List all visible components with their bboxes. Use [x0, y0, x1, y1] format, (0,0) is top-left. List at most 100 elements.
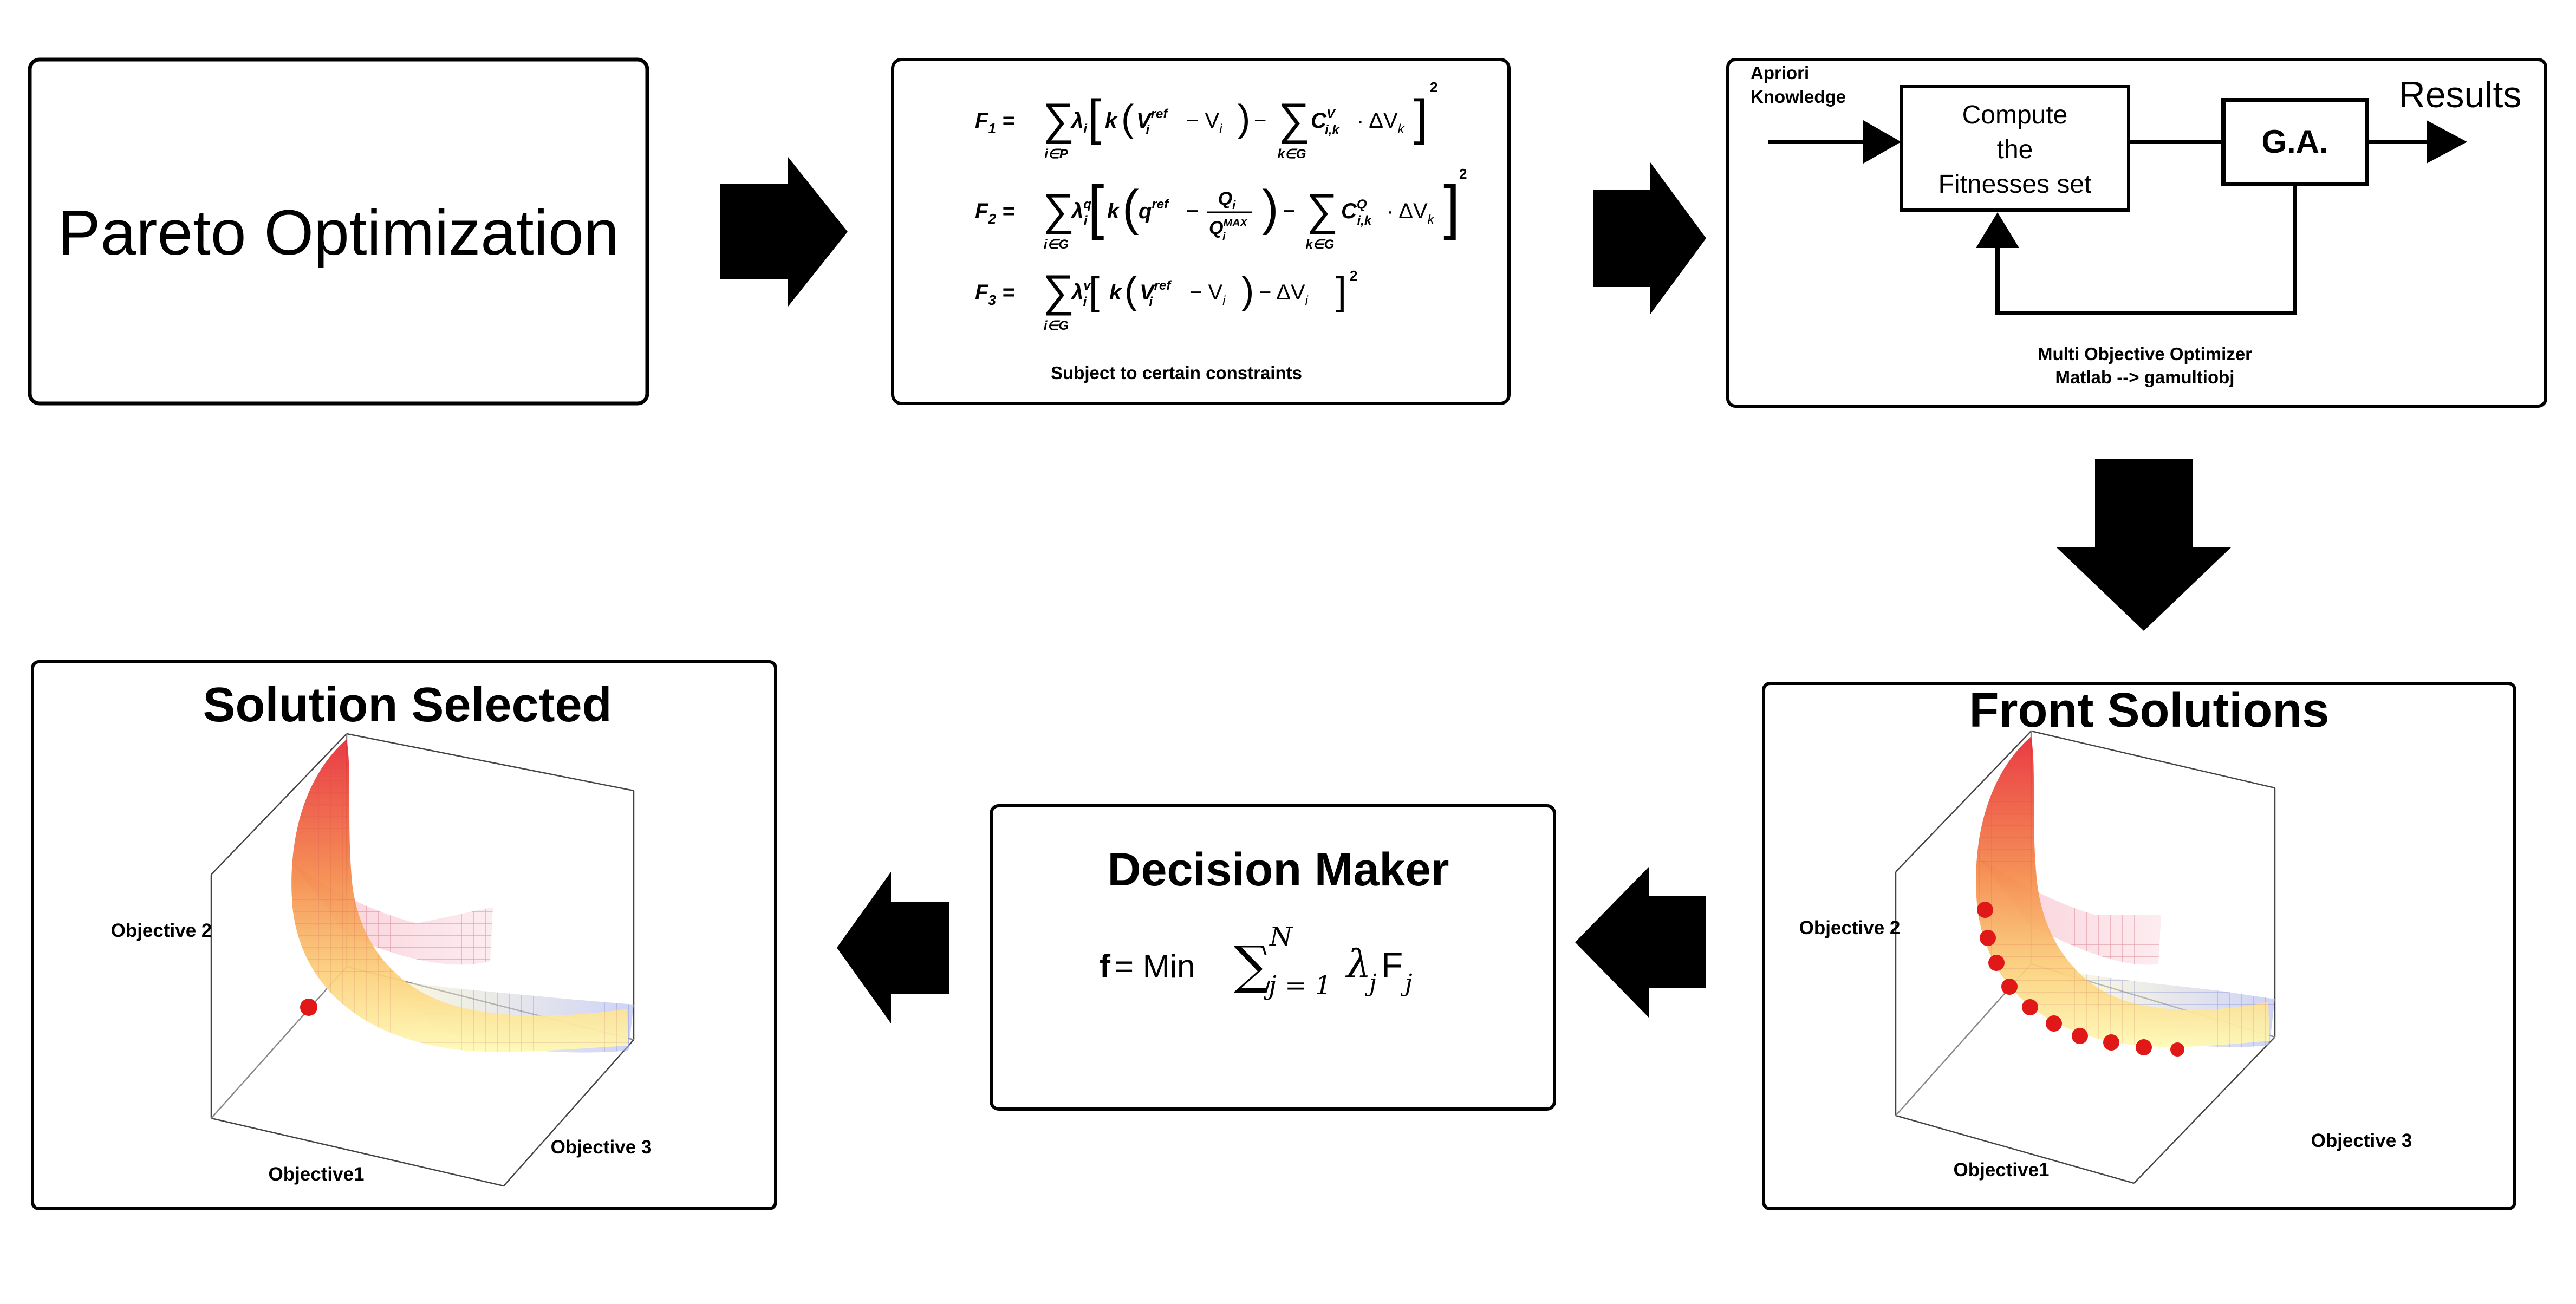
- pareto-box-frame: [28, 57, 649, 406]
- f2-coef-sub: i,k: [1357, 213, 1372, 228]
- svg-text:): ): [1238, 97, 1250, 139]
- constraints-caption: Subject to certain constraints: [1051, 363, 1302, 383]
- svg-text:(: (: [1122, 180, 1139, 236]
- svg-text:(: (: [1124, 269, 1137, 311]
- pareto-optimization-box: Pareto Optimization: [28, 57, 649, 406]
- svg-text:− Vi: − Vi: [1189, 281, 1226, 308]
- f1-inner-sum-sub: k∈G: [1278, 147, 1306, 161]
- left-arrow-icon: [1575, 866, 1706, 1018]
- apriori-label-line2: Knowledge: [1751, 87, 1846, 107]
- front-point: [2001, 979, 2018, 995]
- svg-text:∑: ∑: [1278, 95, 1310, 144]
- optimizer-caption-line1: Multi Objective Optimizer: [2038, 344, 2252, 364]
- f2-qmax-sup: MAX: [1223, 217, 1248, 229]
- f1-square: 2: [1430, 79, 1437, 95]
- front-axis-objective1: Objective1: [1953, 1159, 2049, 1181]
- f3-lhs: F: [975, 281, 989, 304]
- f2-coef-sup: Q: [1357, 197, 1367, 212]
- solution-axis-objective1: Objective1: [268, 1164, 364, 1185]
- compute-fitness-block: [1900, 85, 2130, 212]
- f1-coef-sub: i,k: [1325, 123, 1340, 138]
- svg-text:F2 =: F2 =: [975, 199, 1014, 227]
- svg-text:− ΔVi: − ΔVi: [1259, 281, 1309, 308]
- svg-text:−: −: [1254, 109, 1266, 133]
- solution-selected-box: Solution Selected Objective 2 Objectiv: [31, 660, 777, 1210]
- compute-label-line2: the: [1997, 135, 2033, 164]
- svg-text:[: [: [1088, 90, 1102, 145]
- svg-text:−: −: [1186, 199, 1199, 223]
- f2-lambda-sup: q: [1083, 197, 1091, 212]
- front-point: [2022, 999, 2038, 1015]
- solution-axis-objective2: Objective 2: [111, 920, 212, 941]
- f2-square: 2: [1459, 166, 1467, 182]
- front-3d-plot: [1895, 730, 2276, 1184]
- f1-lhs-sub: 1: [988, 120, 996, 136]
- f1-coef-sup: V: [1326, 107, 1336, 121]
- svg-text:[: [: [1089, 270, 1100, 313]
- multi-objective-optimizer-box: Apriori Knowledge Compute the Fitnesses …: [1726, 58, 2547, 408]
- pareto-title: Pareto Optimization: [58, 197, 619, 269]
- svg-text:[: [: [1088, 174, 1104, 240]
- svg-text:∑: ∑: [1043, 266, 1074, 316]
- decision-lambda-icon: λ: [1345, 941, 1371, 987]
- svg-text:· ΔVk: · ΔVk: [1387, 199, 1435, 227]
- solution-title: Solution Selected: [203, 678, 612, 732]
- front-point: [2170, 1042, 2184, 1057]
- f2-lhs: F: [975, 199, 989, 223]
- front-solutions-box: Front Solutions: [1762, 682, 2516, 1210]
- decision-title: Decision Maker: [1108, 844, 1449, 896]
- decision-sum-lower: j = 1: [1264, 970, 1331, 1001]
- front-point: [1980, 930, 1996, 946]
- decision-formula-min: = Min: [1115, 948, 1195, 984]
- left-arrow-icon: [837, 872, 949, 1023]
- svg-text:]: ]: [1443, 174, 1460, 240]
- svg-text:· ΔVk: · ΔVk: [1357, 109, 1406, 136]
- f3-lhs-sub: 3: [988, 292, 996, 308]
- ga-label: G.A.: [2261, 123, 2328, 160]
- f1-vref-sup: ref: [1151, 107, 1169, 121]
- svg-text:− Vi: − Vi: [1186, 109, 1222, 136]
- f1-lhs: F: [975, 109, 989, 133]
- f3-sum-sub: i∈G: [1044, 318, 1069, 333]
- apriori-label-line1: Apriori: [1751, 63, 1809, 83]
- compute-label-line1: Compute: [1962, 101, 2068, 129]
- decision-box-frame: [990, 804, 1556, 1111]
- front-point: [2103, 1034, 2119, 1051]
- down-arrow-icon: [2056, 459, 2232, 631]
- front-point: [2072, 1028, 2088, 1044]
- svg-text:(: (: [1121, 97, 1134, 139]
- front-point: [2136, 1039, 2152, 1055]
- svg-text:k: k: [1105, 109, 1118, 133]
- f2-sum-sub: i∈G: [1044, 237, 1069, 252]
- f2-lhs-sub: 2: [987, 211, 996, 227]
- f3-vref-sup: ref: [1154, 278, 1172, 293]
- decision-sum-icon: ∑: [1234, 935, 1271, 995]
- right-arrow-icon: [1593, 162, 1706, 314]
- f2-inner-sum-sub: k∈G: [1306, 237, 1335, 252]
- svg-text:]: ]: [1414, 90, 1428, 145]
- output-arrow-icon: [2427, 120, 2467, 164]
- front-axis-objective3: Objective 3: [2311, 1130, 2412, 1151]
- optimizer-caption-line2: Matlab --> gamultiobj: [2055, 367, 2235, 387]
- f3-lambda-sup: v: [1083, 278, 1091, 293]
- results-label: Results: [2399, 74, 2522, 115]
- front-title: Front Solutions: [1969, 683, 2330, 738]
- decision-sum-upper: N: [1269, 922, 1293, 952]
- selected-solution-point: [300, 999, 317, 1016]
- right-arrow-icon: [720, 157, 848, 307]
- svg-text:): ): [1262, 180, 1279, 236]
- svg-text:F3 =: F3 =: [975, 281, 1014, 308]
- svg-text:): ): [1241, 269, 1254, 311]
- svg-text:]: ]: [1336, 270, 1346, 313]
- svg-text:∑: ∑: [1306, 185, 1338, 234]
- decision-formula-f: f: [1100, 948, 1111, 984]
- f1-sum-icon: ∑: [1043, 95, 1074, 144]
- f2-q-sup: ref: [1152, 197, 1169, 212]
- svg-text:k: k: [1107, 199, 1120, 223]
- feedback-arrow-icon: [1976, 212, 2019, 248]
